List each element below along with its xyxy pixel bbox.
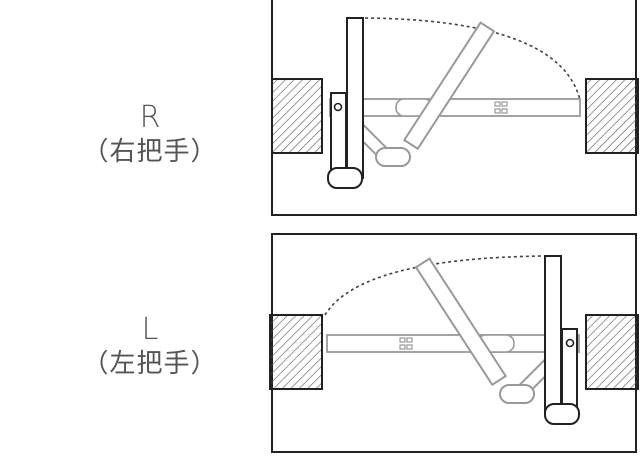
r-track-clip bbox=[494, 101, 508, 114]
l-closer-body bbox=[544, 403, 580, 425]
l-left-wall bbox=[269, 314, 323, 390]
handle-subtitle-l: （左把手） bbox=[82, 349, 218, 379]
r-right-wall bbox=[585, 78, 639, 154]
l-right-wall bbox=[585, 314, 639, 390]
right-handle-label: R （右把手） bbox=[60, 100, 240, 168]
r-door-leaf bbox=[346, 17, 364, 179]
l-track-clip bbox=[399, 337, 413, 350]
r-swing-arc bbox=[364, 17, 581, 101]
l-hinge-pivot bbox=[565, 338, 575, 348]
r-track bbox=[329, 98, 581, 117]
r-closer-body bbox=[327, 167, 363, 189]
l-door-leaf bbox=[544, 255, 562, 417]
handle-subtitle-r: （右把手） bbox=[82, 137, 218, 167]
r-panel bbox=[271, 0, 639, 216]
r-arm-joint bbox=[375, 147, 411, 167]
l-arm-1 bbox=[414, 257, 508, 387]
left-handle-label: L （左把手） bbox=[60, 312, 240, 380]
r-left-wall bbox=[271, 78, 323, 154]
handle-letter-r: R bbox=[139, 100, 161, 135]
l-track bbox=[326, 334, 580, 353]
r-hinge-pivot bbox=[333, 102, 343, 112]
l-swing-arc bbox=[324, 255, 546, 316]
handle-letter-l: L bbox=[141, 312, 159, 347]
l-arm-joint bbox=[499, 384, 535, 404]
l-panel bbox=[269, 233, 639, 453]
r-arm-1 bbox=[402, 21, 496, 151]
